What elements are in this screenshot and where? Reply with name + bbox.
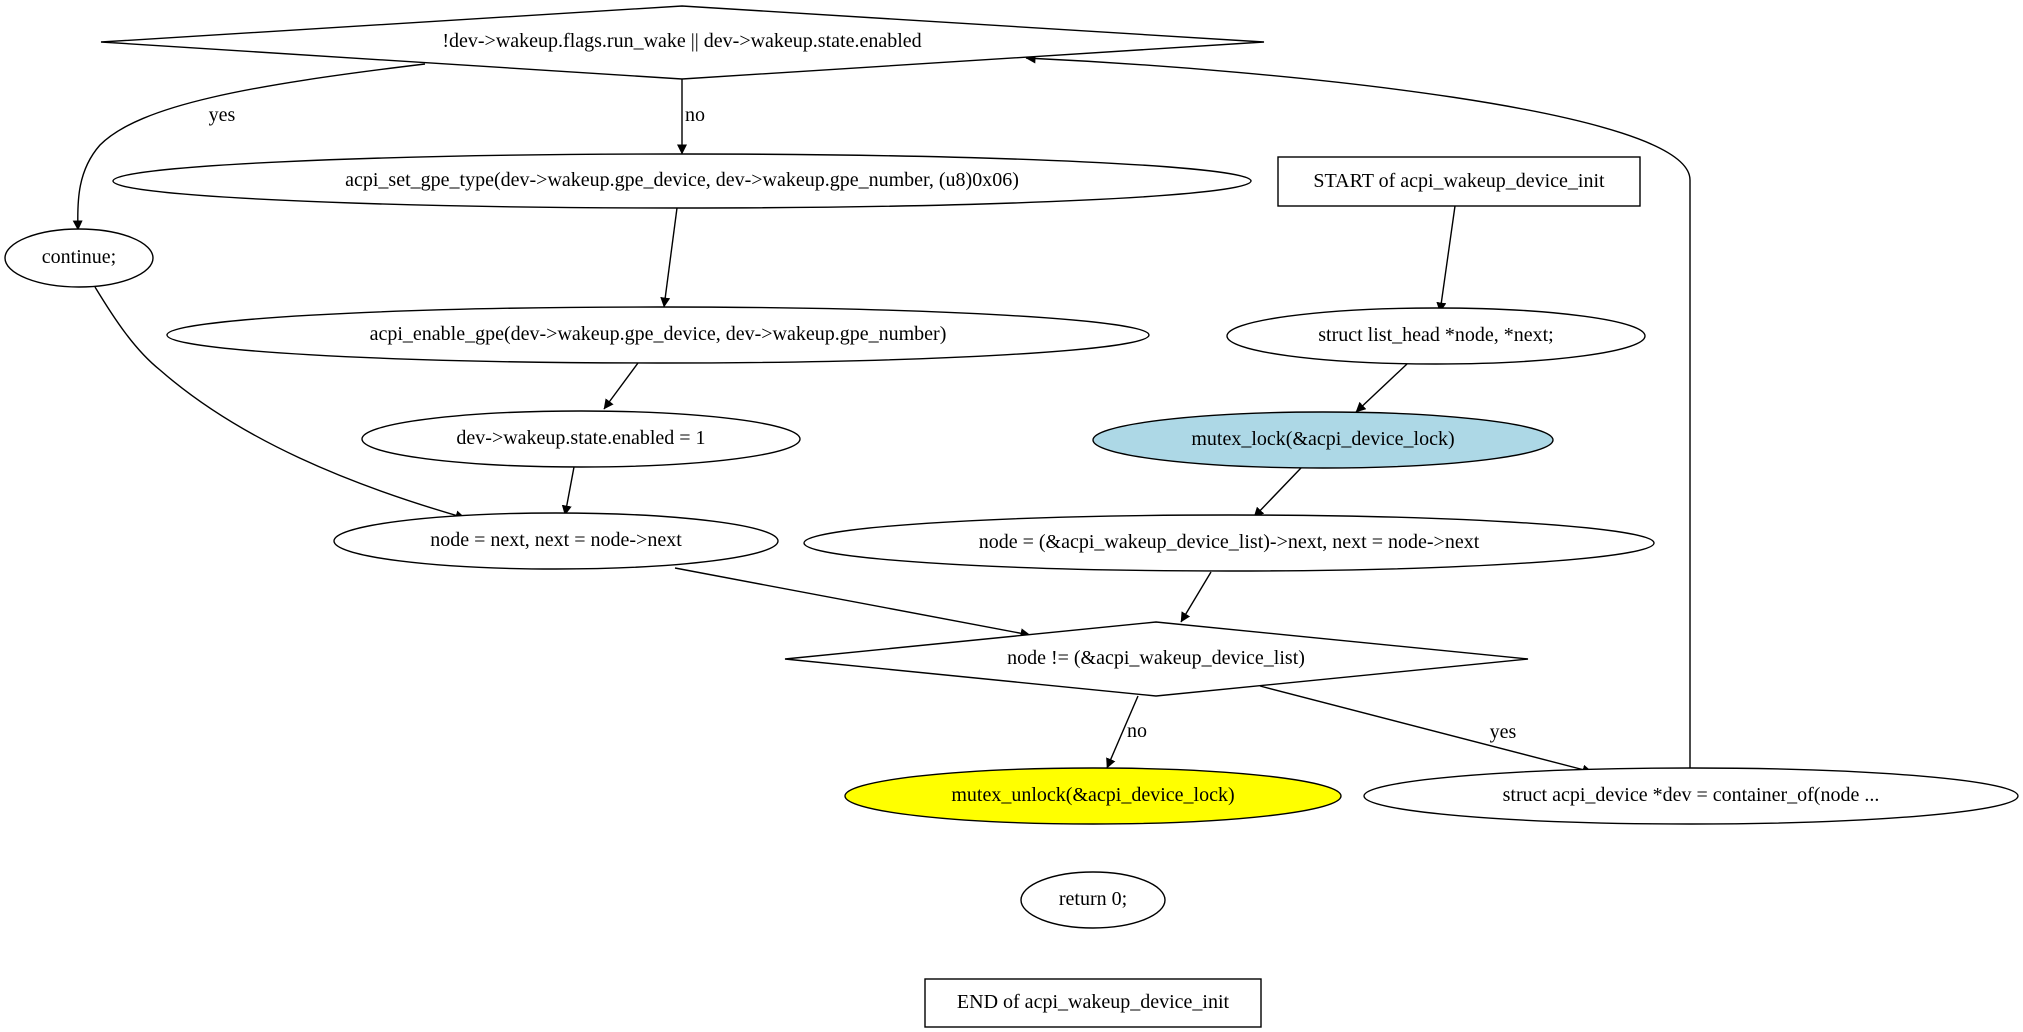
- diamond-shape: [784, 621, 1529, 697]
- ellipse-shape: [361, 410, 801, 468]
- ellipse-shape: [4, 228, 154, 288]
- edge-lock-to-init: [1253, 467, 1302, 518]
- node-label: return 0;: [1059, 888, 1127, 910]
- node-enable-gpe: acpi_enable_gpe(dev->wakeup.gpe_device, …: [166, 306, 1150, 364]
- node-label: struct list_head *node, *next;: [1318, 324, 1554, 346]
- ellipse-shape: [1020, 871, 1166, 929]
- edge-labels: yes no no yes: [209, 104, 1517, 743]
- edges: [72, 53, 1691, 775]
- node-wake-condition: !dev->wakeup.flags.run_wake || dev->wake…: [100, 5, 1265, 80]
- edge-decl-to-lock: [1355, 363, 1408, 413]
- edge-label-wake-yes: yes: [209, 104, 236, 126]
- edge-loop-yes-to-dev: [1259, 685, 1593, 775]
- node-return: return 0;: [1020, 871, 1166, 929]
- ellipse-shape: [112, 153, 1252, 209]
- edge-label-loop-yes: yes: [1490, 721, 1517, 743]
- node-label: dev->wakeup.state.enabled = 1: [456, 427, 705, 449]
- node-label: struct acpi_device *dev = container_of(n…: [1503, 784, 1880, 806]
- ellipse-shape: [333, 512, 779, 570]
- node-label: acpi_set_gpe_type(dev->wakeup.gpe_device…: [345, 169, 1019, 191]
- edge-enable-to-enabled: [603, 362, 639, 410]
- node-device: struct acpi_device *dev = container_of(n…: [1363, 767, 2019, 825]
- edge-label-wake-no: no: [685, 104, 705, 126]
- node-end: END of acpi_wakeup_device_init: [924, 978, 1262, 1028]
- edge-init-to-loop: [1180, 571, 1212, 623]
- node-set-gpe-type: acpi_set_gpe_type(dev->wakeup.gpe_device…: [112, 153, 1252, 209]
- edge-label-loop-no: no: [1127, 720, 1147, 742]
- node-label: mutex_unlock(&acpi_device_lock): [951, 784, 1234, 806]
- node-mutex-lock: mutex_lock(&acpi_device_lock): [1092, 411, 1554, 469]
- node-loop-init: node = (&acpi_wakeup_device_list)->next,…: [803, 514, 1655, 572]
- node-label: mutex_lock(&acpi_device_lock): [1191, 428, 1454, 450]
- diamond-shape: [100, 5, 1265, 80]
- node-label: node = (&acpi_wakeup_device_list)->next,…: [979, 531, 1480, 553]
- ellipse-shape: [1363, 767, 2019, 825]
- node-mutex-unlock: mutex_unlock(&acpi_device_lock): [844, 767, 1342, 825]
- node-advance: node = next, next = node->next: [333, 512, 779, 570]
- node-set-enabled: dev->wakeup.state.enabled = 1: [361, 410, 801, 468]
- box-shape: [924, 978, 1262, 1028]
- edge-loop-no-to-unlock: [1106, 695, 1139, 769]
- ellipse-shape: [1226, 307, 1646, 365]
- edge-continue-to-advance: [94, 286, 466, 521]
- edge-wake-yes-to-continue: [72, 63, 426, 231]
- node-label: continue;: [42, 246, 116, 268]
- node-continue: continue;: [4, 228, 154, 288]
- node-label: node = next, next = node->next: [430, 529, 682, 551]
- node-label: START of acpi_wakeup_device_init: [1313, 170, 1605, 192]
- nodes: !dev->wakeup.flags.run_wake || dev->wake…: [4, 5, 2019, 1028]
- edge-dev-to-wake-cond: [1025, 53, 1691, 772]
- node-label: !dev->wakeup.flags.run_wake || dev->wake…: [442, 30, 921, 52]
- edge-set-to-enable: [660, 207, 678, 308]
- node-start: START of acpi_wakeup_device_init: [1277, 156, 1641, 207]
- ellipse-shape: [1092, 411, 1554, 469]
- ellipse-shape: [166, 306, 1150, 364]
- edge-advance-to-loop: [674, 567, 1031, 639]
- edge-enabled-to-advance: [561, 466, 575, 516]
- node-declaration: struct list_head *node, *next;: [1226, 307, 1646, 365]
- node-label: acpi_enable_gpe(dev->wakeup.gpe_device, …: [370, 323, 947, 345]
- node-loop-condition: node != (&acpi_wakeup_device_list): [784, 621, 1529, 697]
- ellipse-shape: [844, 767, 1342, 825]
- node-label: END of acpi_wakeup_device_init: [957, 991, 1230, 1013]
- box-shape: [1277, 156, 1641, 207]
- ellipse-shape: [803, 514, 1655, 572]
- edge-start-to-decl: [1436, 205, 1456, 313]
- node-label: node != (&acpi_wakeup_device_list): [1007, 647, 1305, 669]
